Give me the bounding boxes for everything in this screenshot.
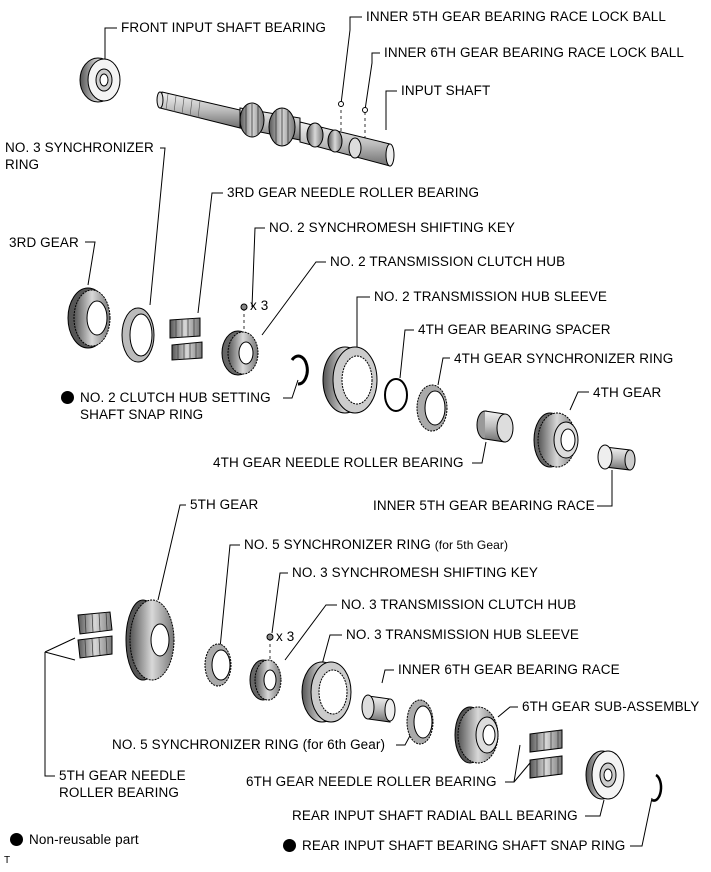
label-6th-gear-needle-bearing: 6TH GEAR NEEDLE ROLLER BEARING: [246, 774, 497, 789]
no3-clutch-hub-shape: [249, 659, 282, 701]
label-front-input-shaft-bearing: FRONT INPUT SHAFT BEARING: [121, 20, 327, 35]
input-shaft-shape: [156, 91, 395, 167]
label-x3-a: x 3: [250, 298, 269, 313]
5th-gear-needle-bearing-shape: [77, 611, 113, 659]
rear-radial-ball-bearing-shape: [585, 750, 625, 800]
label-no2-hub-sleeve: NO. 2 TRANSMISSION HUB SLEEVE: [374, 289, 607, 304]
label-5th-gear-needle-line1: 5TH GEAR NEEDLE: [59, 768, 186, 783]
inner-6th-gear-bearing-race-shape: [361, 694, 396, 723]
label-no5-sync-ring-5th: NO. 5 SYNCHRONIZER RING (for 5th Gear): [244, 537, 508, 553]
label-6th-gear-sub: 6TH GEAR SUB-ASSEMBLY: [522, 699, 700, 714]
label-inner-5th-lock-ball: INNER 5TH GEAR BEARING RACE LOCK BALL: [366, 9, 667, 24]
label-3rd-gear-needle-bearing: 3RD GEAR NEEDLE ROLLER BEARING: [227, 185, 480, 200]
label-inner-5th-race: INNER 5TH GEAR BEARING RACE: [373, 498, 595, 513]
label-no2-snap-ring-text: NO. 2 CLUTCH HUB SETTING: [80, 390, 271, 405]
label-no3-hub-sleeve: NO. 3 TRANSMISSION HUB SLEEVE: [346, 627, 579, 642]
label-no3-sync-ring-line2: RING: [5, 157, 40, 172]
label-no2-shifting-key: NO. 2 SYNCHROMESH SHIFTING KEY: [269, 220, 516, 235]
non-reusable-legend-icon: [10, 833, 23, 846]
5th-gear-shape: [125, 599, 175, 681]
legend-non-reusable: Non-reusable part: [10, 832, 139, 848]
corner-mark: T: [4, 855, 11, 866]
label-rear-snap-ring: REAR INPUT SHAFT BEARING SHAFT SNAP RING: [283, 838, 625, 854]
label-no2-snap-ring-line1: NO. 2 CLUTCH HUB SETTING: [61, 390, 271, 406]
6th-gear-needle-bearing-shape: [529, 729, 563, 779]
label-no3-clutch-hub: NO. 3 TRANSMISSION CLUTCH HUB: [341, 597, 577, 612]
label-no2-clutch-hub: NO. 2 TRANSMISSION CLUTCH HUB: [330, 254, 566, 269]
6th-gear-shape: [454, 706, 499, 764]
no3-synchronizer-ring-shape: [121, 307, 155, 363]
4th-gear-needle-bearing-shape: [476, 410, 514, 443]
no5-synchronizer-ring-5th-shape: [204, 643, 232, 687]
label-5th-gear-needle-line2: ROLLER BEARING: [59, 785, 179, 800]
label-for-5th-gear: (for 5th Gear): [434, 538, 509, 552]
no2-hub-sleeve-shape: [322, 346, 378, 414]
label-input-shaft: INPUT SHAFT: [401, 83, 491, 98]
3rd-gear-needle-bearing-shape: [169, 317, 203, 361]
label-no3-sync-ring-line1: NO. 3 SYNCHRONIZER: [5, 140, 154, 155]
legend-non-reusable-text: Non-reusable part: [29, 832, 139, 847]
label-no5-sync-ring-6th: NO. 5 SYNCHRONIZER RING (for 6th Gear): [112, 737, 386, 752]
label-no2-snap-ring-line2: SHAFT SNAP RING: [80, 407, 204, 422]
label-x3-b: x 3: [276, 629, 295, 644]
4th-gear-shape: [533, 412, 579, 468]
4th-gear-synchronizer-ring-shape: [416, 384, 448, 432]
label-rear-radial-bearing: REAR INPUT SHAFT RADIAL BALL BEARING: [292, 808, 578, 823]
label-3rd-gear: 3RD GEAR: [9, 235, 79, 250]
label-no5-sync-ring-5th-text: NO. 5 SYNCHRONIZER RING: [244, 537, 431, 552]
leader-lines: [44, 16, 653, 847]
inner-5th-gear-bearing-race-shape: [597, 444, 636, 471]
label-rear-snap-ring-text: REAR INPUT SHAFT BEARING SHAFT SNAP RING: [302, 838, 626, 853]
no5-synchronizer-ring-6th-shape: [406, 699, 434, 745]
no3-hub-sleeve-shape: [301, 661, 352, 723]
label-4th-gear-spacer: 4TH GEAR BEARING SPACER: [418, 322, 611, 337]
non-reusable-mark-icon: [61, 391, 74, 404]
label-inner-6th-lock-ball: INNER 6TH GEAR BEARING RACE LOCK BALL: [384, 45, 685, 60]
label-no3-shifting-key: NO. 3 SYNCHROMESH SHIFTING KEY: [292, 565, 539, 580]
label-4th-gear-needle-bearing: 4TH GEAR NEEDLE ROLLER BEARING: [213, 455, 464, 470]
no2-clutch-hub-shape: [221, 330, 259, 376]
label-inner-6th-race: INNER 6TH GEAR BEARING RACE: [398, 662, 620, 677]
label-4th-gear-sync-ring: 4TH GEAR SYNCHRONIZER RING: [454, 351, 674, 366]
3rd-gear-shape: [67, 287, 111, 349]
label-5th-gear: 5TH GEAR: [190, 497, 259, 512]
non-reusable-mark-icon-2: [283, 839, 296, 852]
front-input-shaft-bearing-shape: [79, 57, 121, 103]
label-4th-gear: 4TH GEAR: [593, 385, 662, 400]
